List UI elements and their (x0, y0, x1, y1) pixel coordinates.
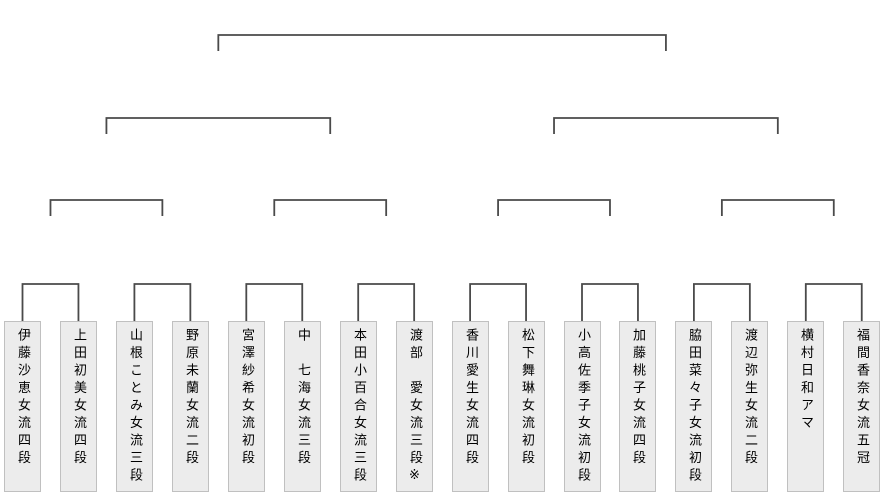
player-box: 香川愛生女流四段 (452, 321, 489, 492)
player-box: 野原未蘭女流二段 (172, 321, 209, 492)
player-box: 本田小百合女流三段 (340, 321, 377, 492)
player-label: 本田小百合女流三段 (351, 328, 366, 486)
player-box: 脇田菜々子女流初段 (675, 321, 712, 492)
player-label: 山根ことみ女流三段 (127, 328, 142, 486)
player-box: 中 七海女流三段 (284, 321, 321, 492)
player-label: 横村日和アマ (798, 328, 813, 433)
player-label: 伊藤沙恵女流四段 (15, 328, 30, 468)
player-box: 山根ことみ女流三段 (116, 321, 153, 492)
player-box: 横村日和アマ (787, 321, 824, 492)
player-box: 渡部 愛女流三段※ (396, 321, 433, 492)
player-label: 宮澤紗希女流初段 (239, 328, 254, 468)
player-box: 松下舞琳女流初段 (508, 321, 545, 492)
player-box: 渡辺弥生女流二段 (731, 321, 768, 492)
player-label: 渡辺弥生女流二段 (742, 328, 757, 468)
player-label: 脇田菜々子女流初段 (686, 328, 701, 486)
player-box: 伊藤沙恵女流四段 (4, 321, 41, 492)
player-label: 中 七海女流三段 (295, 328, 310, 468)
player-label: 松下舞琳女流初段 (519, 328, 534, 468)
player-box: 宮澤紗希女流初段 (228, 321, 265, 492)
player-label: 渡部 愛女流三段※ (407, 328, 422, 488)
player-label: 野原未蘭女流二段 (183, 328, 198, 468)
player-label: 小高佐季子女流初段 (575, 328, 590, 486)
player-label: 香川愛生女流四段 (463, 328, 478, 468)
player-label: 福間香奈女流五冠 (854, 328, 869, 468)
player-box: 加藤桃子女流四段 (619, 321, 656, 492)
player-label: 加藤桃子女流四段 (630, 328, 645, 468)
player-box: 小高佐季子女流初段 (564, 321, 601, 492)
player-label: 上田初美女流四段 (71, 328, 86, 468)
player-box: 上田初美女流四段 (60, 321, 97, 492)
player-box: 福間香奈女流五冠 (843, 321, 880, 492)
